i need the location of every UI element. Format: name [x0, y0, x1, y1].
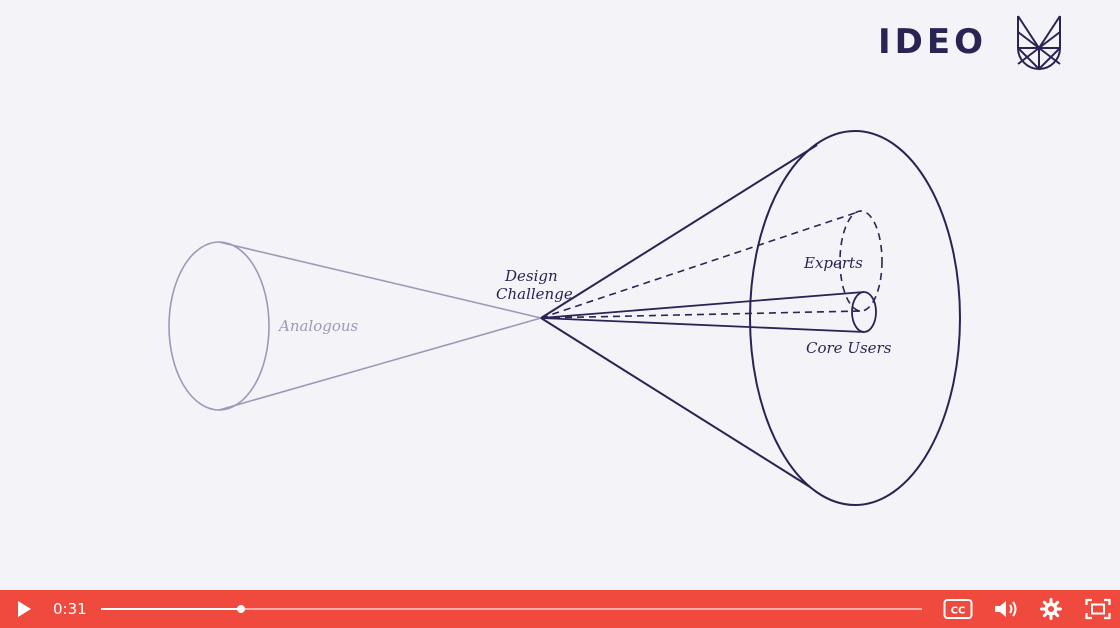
cc-text: CC — [951, 606, 966, 617]
video-control-bar: 0:31 CC — [0, 590, 1120, 628]
analogous-ellipse — [168, 241, 270, 411]
settings-button[interactable] — [1039, 597, 1063, 621]
volume-icon — [995, 601, 1017, 617]
label-analogous: Analogous — [279, 317, 359, 335]
core-users-cone — [540, 291, 877, 333]
main-top-line — [540, 144, 818, 319]
analogous-cone — [168, 241, 542, 411]
video-frame[interactable]: Analogous Design Challenge Experts Core … — [0, 0, 1120, 590]
analogous-bottom-line — [218, 317, 542, 411]
core-users-ellipse — [851, 291, 877, 333]
experts-bottom-line — [540, 310, 862, 319]
experts-top-line — [540, 210, 862, 319]
design-research-diagram — [168, 130, 961, 506]
label-challenge: Challenge — [496, 285, 573, 303]
play-button[interactable] — [12, 598, 36, 620]
core-users-bottom-line — [540, 317, 865, 333]
main-bottom-line — [540, 317, 811, 488]
label-experts: Experts — [804, 254, 863, 272]
volume-button[interactable] — [992, 598, 1020, 620]
progress-bar[interactable] — [101, 605, 922, 613]
main-ellipse — [749, 130, 961, 506]
progress-fill — [101, 608, 241, 610]
analogous-top-line — [218, 241, 542, 319]
gear-icon — [1040, 598, 1062, 620]
ideo-u-logo-icon — [1017, 15, 1061, 71]
core-users-top-line — [540, 291, 865, 319]
fullscreen-icon — [1085, 598, 1111, 620]
progress-thumb[interactable] — [237, 605, 245, 613]
experts-cone — [540, 210, 883, 319]
fullscreen-button[interactable] — [1084, 597, 1112, 621]
play-icon — [18, 601, 31, 617]
label-design: Design — [505, 267, 558, 285]
main-cone — [540, 130, 961, 506]
label-core-users: Core Users — [806, 339, 892, 357]
ideo-logo-text: IDEO — [878, 22, 988, 62]
closed-captions-icon: CC — [943, 599, 973, 619]
current-time: 0:31 — [53, 600, 87, 618]
closed-captions-button[interactable]: CC — [943, 598, 973, 620]
